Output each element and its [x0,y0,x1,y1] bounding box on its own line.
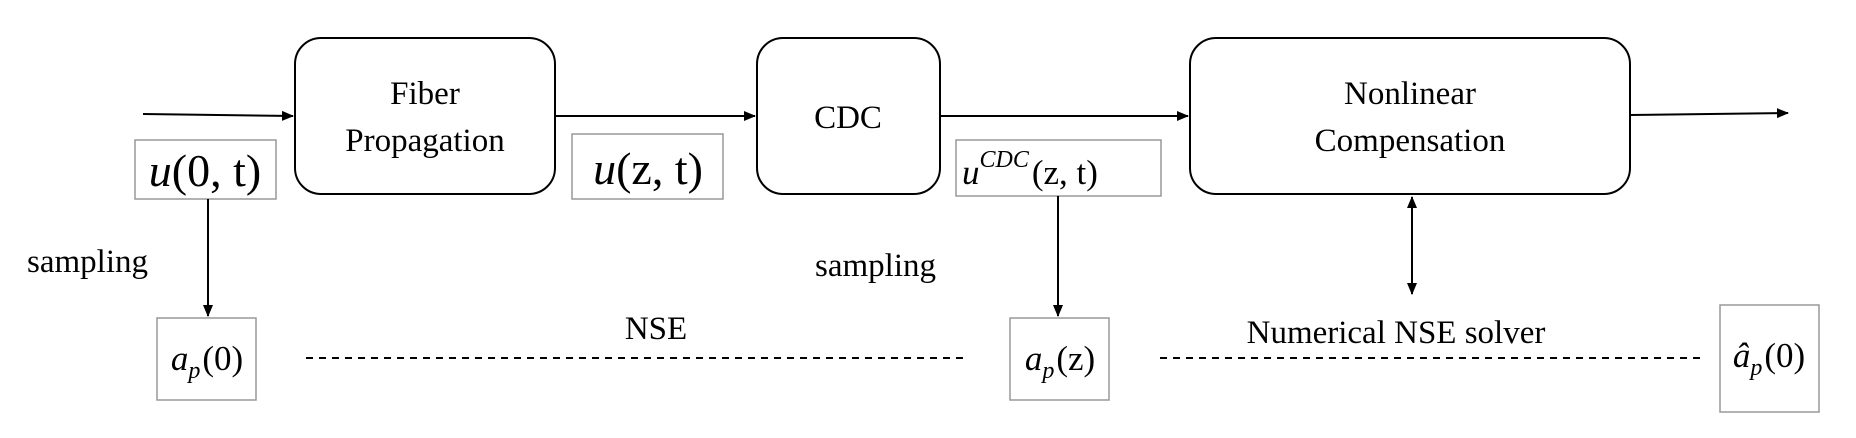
nonlinear-block-label-line2: Compensation [1315,123,1506,159]
signal-u-0-t: u(0, t) [134,139,277,200]
svg-text:ap(0): ap(0) [171,339,243,384]
sampling-label-left: sampling [27,244,148,280]
svg-text:u(0, t): u(0, t) [149,145,261,196]
signal-u-z-t: u(z, t) [571,133,724,200]
svg-text:ap(z): ap(z) [1025,339,1095,384]
output-arrow [1629,108,1789,119]
sampling-label-mid: sampling [815,248,936,284]
nonlinear-block-label-line1: Nonlinear [1344,76,1476,112]
fiber-block-label-line1: Fiber [390,76,460,112]
input-arrow [142,110,294,121]
cdc-block: CDC [756,37,941,195]
svg-text:âp(0): âp(0) [1733,336,1805,381]
fiber-propagation-block: Fiber Propagation [294,37,556,195]
svg-text:u(z, t): u(z, t) [593,143,703,194]
sample-ap-0: ap(0) [156,317,257,401]
nonlinear-compensation-block: Nonlinear Compensation [1189,37,1631,195]
fiber-block-label-line2: Propagation [345,123,504,159]
solver-label: Numerical NSE solver [1247,315,1546,351]
sample-ap-hat-0: âp(0) [1719,304,1820,413]
nse-label: NSE [625,311,687,347]
cdc-block-label: CDC [814,100,882,136]
svg-text:uCDC(z, t): uCDC(z, t) [962,147,1098,192]
signal-u-cdc-z-t: uCDC(z, t) [955,139,1162,197]
sample-ap-z: ap(z) [1009,317,1110,401]
